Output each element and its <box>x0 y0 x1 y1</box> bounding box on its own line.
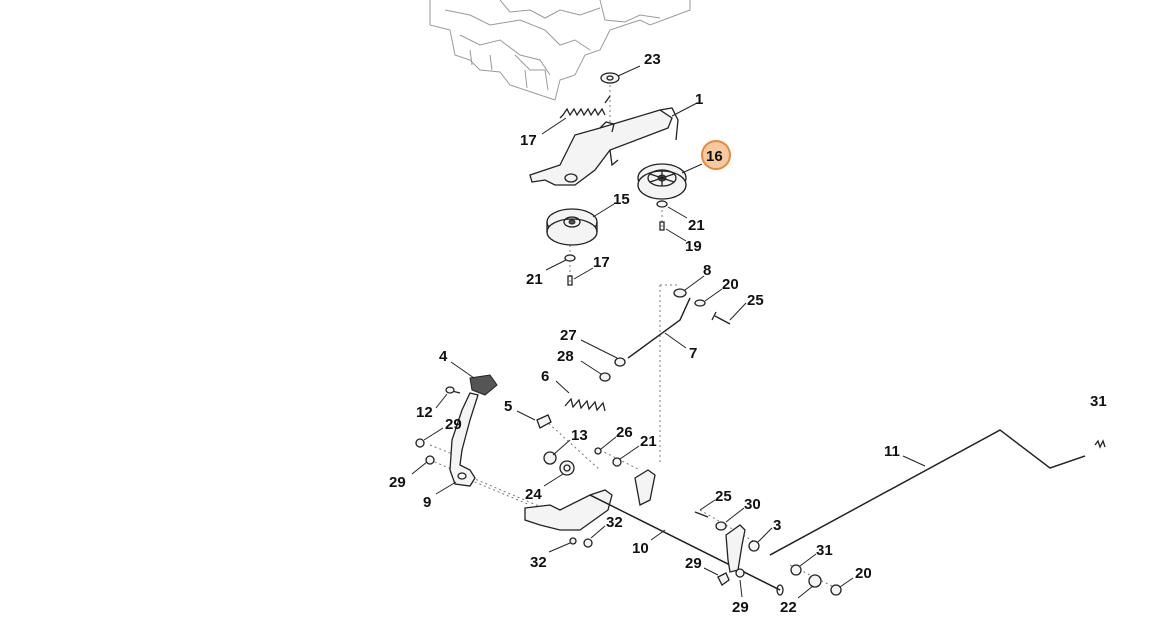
callout-30: 30 <box>744 496 761 513</box>
bolt-24-washer-30 <box>694 511 727 531</box>
fasteners-pulleys <box>564 200 668 286</box>
callout-5: 5 <box>504 398 512 415</box>
leader-lines <box>411 65 926 599</box>
callout-22: 22 <box>780 599 797 616</box>
shaft-bracket-10 <box>524 469 784 596</box>
callout-27: 29 <box>732 599 749 616</box>
callout-31: 31 <box>816 542 833 559</box>
washer-20-top <box>600 72 620 84</box>
callout-21: 21 <box>526 271 543 288</box>
callout-labels: 23 1 17 16 15 21 19 21 17 8 20 25 7 27 2… <box>389 51 1107 616</box>
pin-5 <box>536 414 552 429</box>
callout-25: 28 <box>557 348 574 365</box>
screw-12 <box>445 386 461 394</box>
callout-15: 16 <box>706 148 723 165</box>
callout-8: 8 <box>703 262 711 279</box>
callout-28: 26 <box>616 424 633 441</box>
arm-3 <box>725 524 760 573</box>
screws-32 <box>569 537 593 548</box>
bolt-group-8-19-23 <box>673 288 731 325</box>
callout-10: 10 <box>632 540 649 557</box>
bolt-28-washer-21 <box>594 447 622 467</box>
rod-11 <box>769 429 1106 556</box>
callout-1: 1 <box>695 91 703 108</box>
highlight-circle-15 <box>701 140 731 170</box>
callout-12: 12 <box>416 404 433 421</box>
pulley-14 <box>546 208 598 246</box>
clips-25 <box>599 357 626 382</box>
link-rod-7 <box>627 297 691 359</box>
callout-4: 4 <box>439 348 448 365</box>
callout-29: 29 <box>445 416 462 433</box>
callout-32: 32 <box>530 554 547 571</box>
idler-arm-1 <box>529 107 679 186</box>
chassis-frame <box>429 0 691 101</box>
callout-20: 23 <box>644 51 661 68</box>
callout-19: 20 <box>722 276 739 293</box>
callout-32: 32 <box>606 514 623 531</box>
callout-20: 24 <box>525 486 542 503</box>
clip-13-washer-20 <box>543 451 575 476</box>
callout-29: 29 <box>389 474 406 491</box>
assembly-lines <box>429 80 841 591</box>
spring-16 <box>559 95 611 119</box>
washers-31-22-29 <box>790 564 842 596</box>
washers-29-left <box>415 438 435 465</box>
pedal-9 <box>449 392 479 487</box>
callout-24: 25 <box>715 488 732 505</box>
callout-26: 29 <box>685 555 702 572</box>
callout-14: 15 <box>613 191 630 208</box>
spring-6 <box>564 397 606 412</box>
pulley-15 <box>637 163 687 200</box>
callout-9: 9 <box>423 494 431 511</box>
callout-17: 17 <box>593 254 610 271</box>
pedal-pad-4 <box>469 374 498 396</box>
callout-17: 19 <box>685 238 702 255</box>
callout-25: 27 <box>560 327 577 344</box>
callout-13: 13 <box>571 427 588 444</box>
callout-29: 20 <box>855 565 872 582</box>
bushing-26-27 <box>717 568 745 586</box>
callout-7: 7 <box>689 345 697 362</box>
callout-3: 3 <box>773 517 781 534</box>
callout-21: 21 <box>640 433 657 450</box>
callout-11: 11 <box>884 443 900 460</box>
callout-31: 31 <box>1090 393 1107 410</box>
callout-23: 25 <box>747 292 764 309</box>
callout-16: 17 <box>520 132 537 149</box>
callout-21: 21 <box>688 217 705 234</box>
callout-6: 6 <box>541 368 549 385</box>
